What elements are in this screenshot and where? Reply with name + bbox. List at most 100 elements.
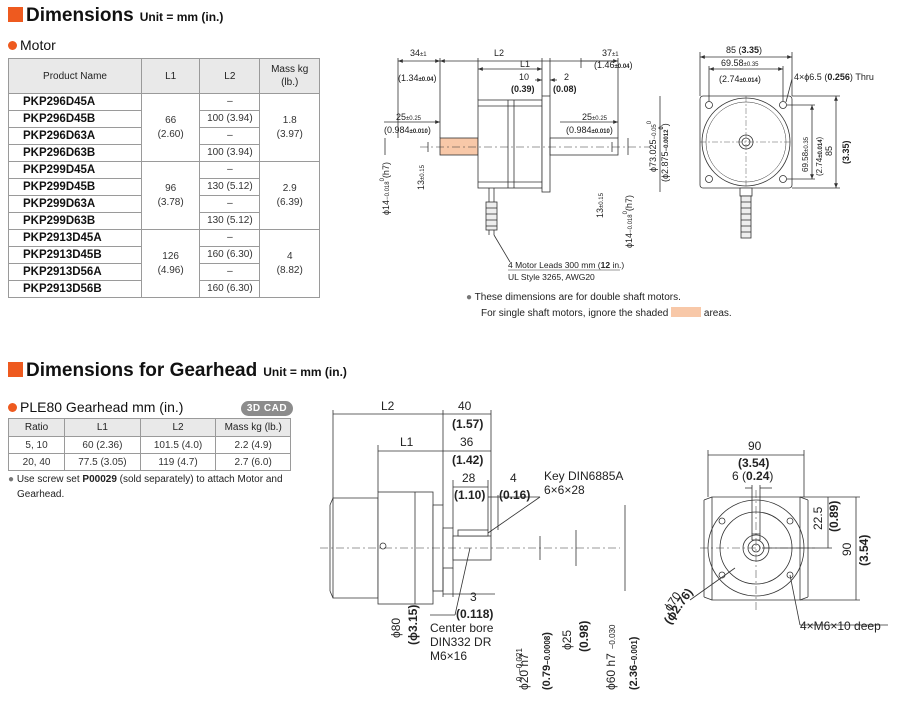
3d-cad-button[interactable]: 3D CAD	[241, 401, 293, 416]
gear-dim-l2: L2	[381, 399, 395, 413]
l2-cell: –	[199, 263, 261, 281]
l2-cell: 130 (5.12)	[199, 212, 261, 230]
mass-lb: (3.97)	[276, 128, 303, 140]
key-label-2: 6×6×28	[544, 483, 585, 497]
gear-dim-40: 40	[458, 399, 472, 413]
dim-25-left: 25±0.25	[396, 112, 422, 122]
l1-cell: 96 (3.78)	[141, 161, 201, 230]
gear-dim-phi60: ϕ60 h7−0.030	[604, 624, 618, 690]
bullet-dot-icon	[8, 402, 17, 412]
dim-34: 34±1	[410, 48, 427, 58]
gear-dim-l1: L1	[400, 435, 414, 449]
note-pre: Use screw set	[16, 474, 83, 485]
table-cell: 20, 40	[7, 453, 66, 471]
dim-l1: L1	[520, 59, 530, 69]
header-l2: L2	[139, 418, 217, 437]
motor-front-view	[699, 52, 840, 239]
section-marker-icon	[8, 7, 23, 22]
product-name-cell: PKP2913D56A	[7, 263, 143, 281]
table-row: PKP2913D45B 160 (6.30)	[7, 246, 320, 264]
gear-dim-phi25: ϕ25	[560, 630, 574, 650]
mass-lb: (8.82)	[276, 264, 303, 276]
gearhead-note: ● Use screw set P00029 (sold separately)…	[8, 474, 283, 500]
mass-cell: 4 (8.82)	[259, 229, 320, 298]
dim-phi14-left: ϕ14−0.0180(h7)	[380, 162, 391, 215]
gear-front-v90: 90	[840, 542, 854, 556]
gear-dim-36-in: (1.42)	[452, 453, 483, 467]
l2-cell: 160 (6.30)	[199, 280, 261, 298]
table-cell: 119 (4.7)	[139, 453, 217, 471]
center-bore-2: DIN332 DR	[430, 635, 492, 649]
l2-cell: –	[199, 229, 261, 247]
table-row: PKP2913D56A –	[7, 263, 320, 281]
gear-dim-phi80: ϕ80	[389, 618, 403, 638]
shade-swatch	[671, 307, 702, 317]
l1-inch: (3.78)	[157, 196, 184, 208]
section-title: Dimensions for Gearhead	[26, 360, 258, 381]
leads-style-label: UL Style 3265, AWG20	[508, 272, 595, 282]
gear-front-v22-in: (0.89)	[827, 501, 841, 532]
table-cell: 60 (2.36)	[64, 436, 141, 454]
l1-inch: (4.96)	[157, 264, 184, 276]
l2-cell: 130 (5.12)	[199, 178, 261, 196]
l1-cell: 66(2.60)	[141, 93, 201, 162]
dim-85-top: 85 (3.35)	[726, 45, 762, 55]
table-cell: 5, 10	[7, 436, 66, 454]
motor-table: Product Name L1 L2 Mass kg (lb.) PKP296D…	[7, 58, 320, 298]
l1-cell: 126(4.96)	[141, 229, 201, 298]
header-l1: L1	[141, 58, 201, 94]
l1-value: 96	[165, 182, 177, 194]
mass-cell: 1.8(3.97)	[259, 93, 320, 162]
gear-dim-3-in: (0.118)	[456, 607, 493, 621]
motor-note: ● These dimensions are for double shaft …	[466, 292, 732, 319]
motor-note-line1: These dimensions are for double shaft mo…	[474, 292, 681, 303]
unit-label: Unit = mm (in.)	[263, 365, 347, 379]
mass-cell: 2.9(6.39)	[259, 161, 320, 230]
header-mass: Mass kg (lb.)	[215, 418, 291, 437]
l2-cell: –	[199, 93, 261, 111]
note-line2: Gearhead.	[17, 489, 65, 500]
dim-13-left: 13±0.15	[416, 164, 426, 190]
subtitle-text: PLE80 Gearhead mm (in.)	[20, 399, 184, 415]
product-name-cell: PKP299D45B	[7, 178, 143, 196]
gear-dim-phi20-in: (0.79−0.0008)	[541, 632, 553, 690]
dim-34-in: (1.34±0.04)	[398, 73, 437, 83]
dim-69-vert-in: (2.74±0.014)	[815, 136, 824, 176]
gear-dim-phi25-in: (0.98)	[577, 621, 591, 652]
dim-2-in: (0.08)	[553, 84, 577, 94]
table-cell: 2.2 (4.9)	[215, 436, 291, 454]
gear-dim-phi80-in: (ϕ3.15)	[406, 605, 420, 645]
screw-set-code: P00029	[82, 474, 117, 485]
motor-subtitle: Motor	[8, 37, 56, 53]
section-marker-icon	[8, 362, 23, 377]
gear-front-w90-in: (3.54)	[738, 456, 769, 470]
gear-front-v90-in: (3.54)	[857, 535, 871, 566]
product-name-cell: PKP299D45A	[7, 161, 143, 179]
header-l1: L1	[64, 418, 141, 437]
table-cell: 2.7 (6.0)	[215, 453, 291, 471]
product-name-cell: PKP2913D45B	[7, 246, 143, 264]
l2-cell: –	[199, 127, 261, 145]
gear-front-w6: 6 (0.24)	[732, 469, 773, 483]
mass-value: 4	[286, 250, 293, 262]
header-mass: Mass kg (lb.)	[259, 58, 320, 94]
dim-69: 69.58±0.35	[721, 58, 759, 68]
dim-10: 10	[519, 72, 529, 82]
shaded-shaft-area	[439, 137, 479, 156]
gear-dim-4-in: (0.16)	[499, 488, 530, 502]
mass-lb: (6.39)	[276, 196, 303, 208]
product-name-cell: PKP299D63B	[7, 212, 143, 230]
motor-dimension-drawing: L2 L1 34±1 (1.34±0.04) 37±1 (1.46±0.04) …	[380, 45, 874, 282]
subtitle-text: Motor	[20, 37, 56, 53]
dim-10-in: (0.39)	[511, 84, 535, 94]
table-row: PKP299D63A–	[7, 195, 320, 213]
l2-cell: 160 (6.30)	[199, 246, 261, 264]
gear-front-w90: 90	[748, 439, 762, 453]
